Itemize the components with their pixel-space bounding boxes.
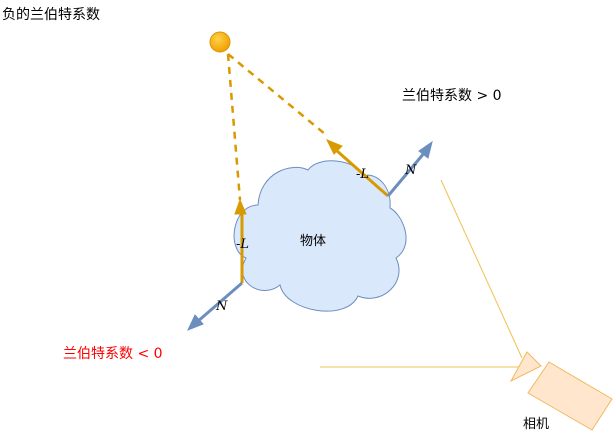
positive-lambert-label: 兰伯特系数 > 0 (402, 88, 502, 104)
normal-arrow-bottom-shaft (196, 281, 243, 324)
neg-l-arrow-top-shaft (335, 148, 389, 198)
neg-l-label-left: -L (236, 237, 249, 252)
normal-arrow-top-shaft (386, 151, 427, 197)
camera-icon (509, 351, 613, 431)
object-label: 物体 (300, 234, 326, 249)
camera-lens (509, 351, 542, 383)
diagram-title: 负的兰伯特系数 (2, 7, 100, 23)
normal-arrow-bottom-head (187, 314, 204, 331)
normal-arrow-top-head (418, 140, 433, 159)
normal-label-bottom: N (215, 299, 228, 314)
neg-l-label-top: -L (356, 167, 369, 182)
normal-label-top: N (404, 163, 417, 178)
camera-sight-line-upper (440, 179, 523, 359)
camera-label: 相机 (523, 417, 549, 432)
light-ray-left (226, 53, 242, 201)
light-source-icon (209, 31, 231, 53)
light-ray-right (227, 53, 326, 135)
negative-lambert-label: 兰伯特系数 < 0 (63, 346, 163, 362)
camera-body (527, 361, 613, 431)
neg-l-arrow-top-head (325, 139, 343, 155)
neg-l-arrow-left-head (234, 198, 247, 215)
